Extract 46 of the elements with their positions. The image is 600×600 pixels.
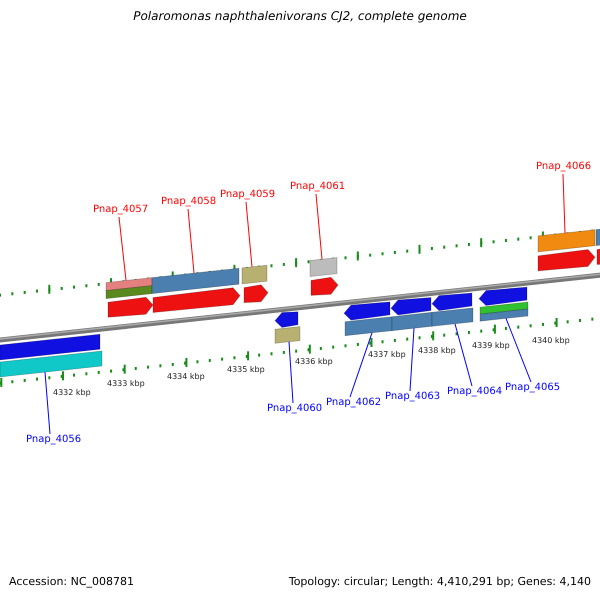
- gene-drawing: [596, 226, 600, 265]
- leader-line: [562, 174, 566, 234]
- scale-label: 4335 kbp: [227, 366, 265, 374]
- gene-label: Pnap_4062: [326, 398, 382, 408]
- leader-line: [410, 328, 414, 392]
- gene-label: Pnap_4060: [267, 404, 322, 414]
- gene-drawing: [431, 292, 474, 327]
- leader-line: [246, 202, 252, 268]
- gene-label: Pnap_4063: [385, 392, 440, 402]
- leader-line: [316, 194, 322, 260]
- gene-drawing: [152, 268, 241, 313]
- gene-label: Pnap_4057: [93, 205, 148, 215]
- gene-label: Pnap_4066: [536, 162, 592, 172]
- genome-stats-text: Topology: circular; Length: 4,410,291 bp; Genes: 4,140: [288, 576, 591, 587]
- leader-line: [118, 216, 126, 281]
- leader-line: [506, 318, 532, 382]
- gene-label: Pnap_4056: [26, 435, 82, 445]
- gene-drawing: [538, 229, 596, 272]
- gene-drawing: [274, 311, 300, 344]
- gene-drawing: [343, 301, 392, 336]
- scale-label: 4338 kbp: [418, 347, 456, 355]
- gene-label: Pnap_4061: [290, 182, 346, 192]
- leader-line: [350, 332, 372, 398]
- gene-label: Pnap_4065: [505, 383, 560, 393]
- scale-label: 4333 kbp: [107, 380, 145, 388]
- gene-drawing: [478, 286, 528, 322]
- scale-label: 4337 kbp: [368, 351, 406, 359]
- leader-line: [44, 372, 50, 434]
- accession-text: Accession: NC_008781: [9, 576, 134, 587]
- gene-label: Pnap_4064: [447, 387, 502, 397]
- gene-label: Pnap_4058: [161, 197, 216, 207]
- scale-label: 4339 kbp: [472, 342, 510, 350]
- gene-label: Pnap_4059: [220, 190, 276, 200]
- scale-label: 4336 kbp: [295, 358, 333, 366]
- gene-drawing: [0, 334, 102, 378]
- leader-line: [454, 323, 472, 386]
- scale-label: 4340 kbp: [532, 337, 570, 345]
- leader-line: [188, 208, 194, 274]
- gene-drawing: [106, 277, 154, 318]
- leader-line: [288, 341, 294, 404]
- gene-drawing: [390, 297, 432, 332]
- scale-label: 4334 kbp: [167, 373, 205, 381]
- scale-label: 4332 kbp: [53, 389, 91, 397]
- gene-drawing: [242, 264, 269, 304]
- title: Polaromonas naphthalenivorans CJ2, complete genome: [132, 10, 468, 22]
- gene-drawing: [310, 257, 339, 296]
